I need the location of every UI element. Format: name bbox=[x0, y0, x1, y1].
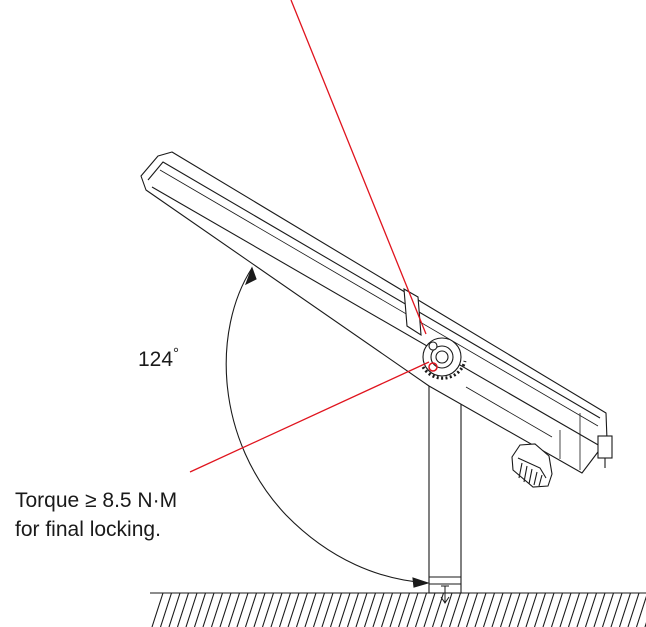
hatch-line bbox=[253, 592, 266, 627]
hatch-line bbox=[185, 592, 198, 627]
angle-value: 124 bbox=[138, 348, 174, 371]
hatch-line bbox=[593, 592, 606, 627]
torque-note-line-1: Torque ≥ 8.5 N·M bbox=[15, 489, 178, 512]
hatch-line bbox=[363, 592, 377, 627]
hatch-line bbox=[491, 592, 504, 627]
locking-bolt bbox=[428, 362, 438, 372]
hatch-line bbox=[159, 592, 173, 627]
hatch-line bbox=[533, 592, 547, 627]
hatch-line bbox=[176, 592, 190, 627]
hatch-line bbox=[338, 592, 351, 627]
hatch-line bbox=[202, 592, 215, 627]
hatch-line bbox=[397, 592, 411, 627]
hatch-line bbox=[542, 592, 555, 627]
hatch-line bbox=[236, 592, 249, 627]
luminaire-arm bbox=[140, 151, 608, 474]
hatch-line bbox=[321, 592, 334, 627]
hatch-line bbox=[482, 592, 496, 627]
hatch-line bbox=[525, 592, 538, 627]
anchor-bolt bbox=[440, 585, 450, 604]
torque-note: Torque ≥ 8.5 N·M for final locking. bbox=[15, 486, 177, 544]
hatch-line bbox=[389, 592, 402, 627]
hatch-line bbox=[550, 592, 564, 627]
hatch-line bbox=[508, 592, 521, 627]
hatch-line bbox=[312, 592, 326, 627]
hatch-line bbox=[210, 592, 224, 627]
angle-unit: ° bbox=[173, 345, 180, 362]
hatch-line bbox=[423, 592, 436, 627]
hatch-line bbox=[559, 592, 572, 627]
hatch-line bbox=[516, 592, 530, 627]
angle-dimension-arc bbox=[225, 266, 430, 588]
hatch-line bbox=[193, 592, 207, 627]
hatch-line bbox=[448, 592, 462, 627]
hatch-line bbox=[278, 592, 292, 627]
hatch-line bbox=[261, 592, 275, 627]
hatch-line bbox=[576, 592, 589, 627]
hatch-line bbox=[457, 592, 470, 627]
angle-label: 124° bbox=[138, 345, 179, 372]
hatch-line bbox=[601, 592, 615, 627]
hatch-line bbox=[584, 592, 598, 627]
hatch-line bbox=[151, 592, 164, 627]
hatch-line bbox=[295, 592, 309, 627]
callout-leaders bbox=[189, 0, 430, 473]
hatch-line bbox=[372, 592, 385, 627]
hatch-line bbox=[567, 592, 581, 627]
hatch-line bbox=[355, 592, 368, 627]
cable-gland bbox=[511, 435, 613, 488]
hatch-line bbox=[304, 592, 317, 627]
hatch-line bbox=[465, 592, 479, 627]
torque-note-line-2: for final locking. bbox=[15, 518, 161, 541]
hinge-bracket bbox=[403, 288, 462, 377]
hatch-line bbox=[287, 592, 300, 627]
indexing-ring bbox=[421, 360, 467, 380]
hatch-line bbox=[380, 592, 394, 627]
hatch-line bbox=[244, 592, 258, 627]
hatch-line bbox=[406, 592, 419, 627]
ground-hatching bbox=[150, 592, 646, 627]
hatch-line bbox=[610, 592, 623, 627]
hatch-line bbox=[168, 592, 181, 627]
pole bbox=[428, 367, 462, 594]
hatch-line bbox=[474, 592, 487, 627]
hatch-line bbox=[618, 592, 632, 627]
hatch-line bbox=[499, 592, 513, 627]
hatch-line bbox=[346, 592, 360, 627]
hatch-line bbox=[219, 592, 232, 627]
hatch-line bbox=[329, 592, 343, 627]
hatch-line bbox=[440, 592, 453, 627]
hatch-line bbox=[627, 592, 640, 627]
hatch-line bbox=[414, 592, 428, 627]
hatch-line bbox=[227, 592, 241, 627]
hatch-line bbox=[270, 592, 283, 627]
